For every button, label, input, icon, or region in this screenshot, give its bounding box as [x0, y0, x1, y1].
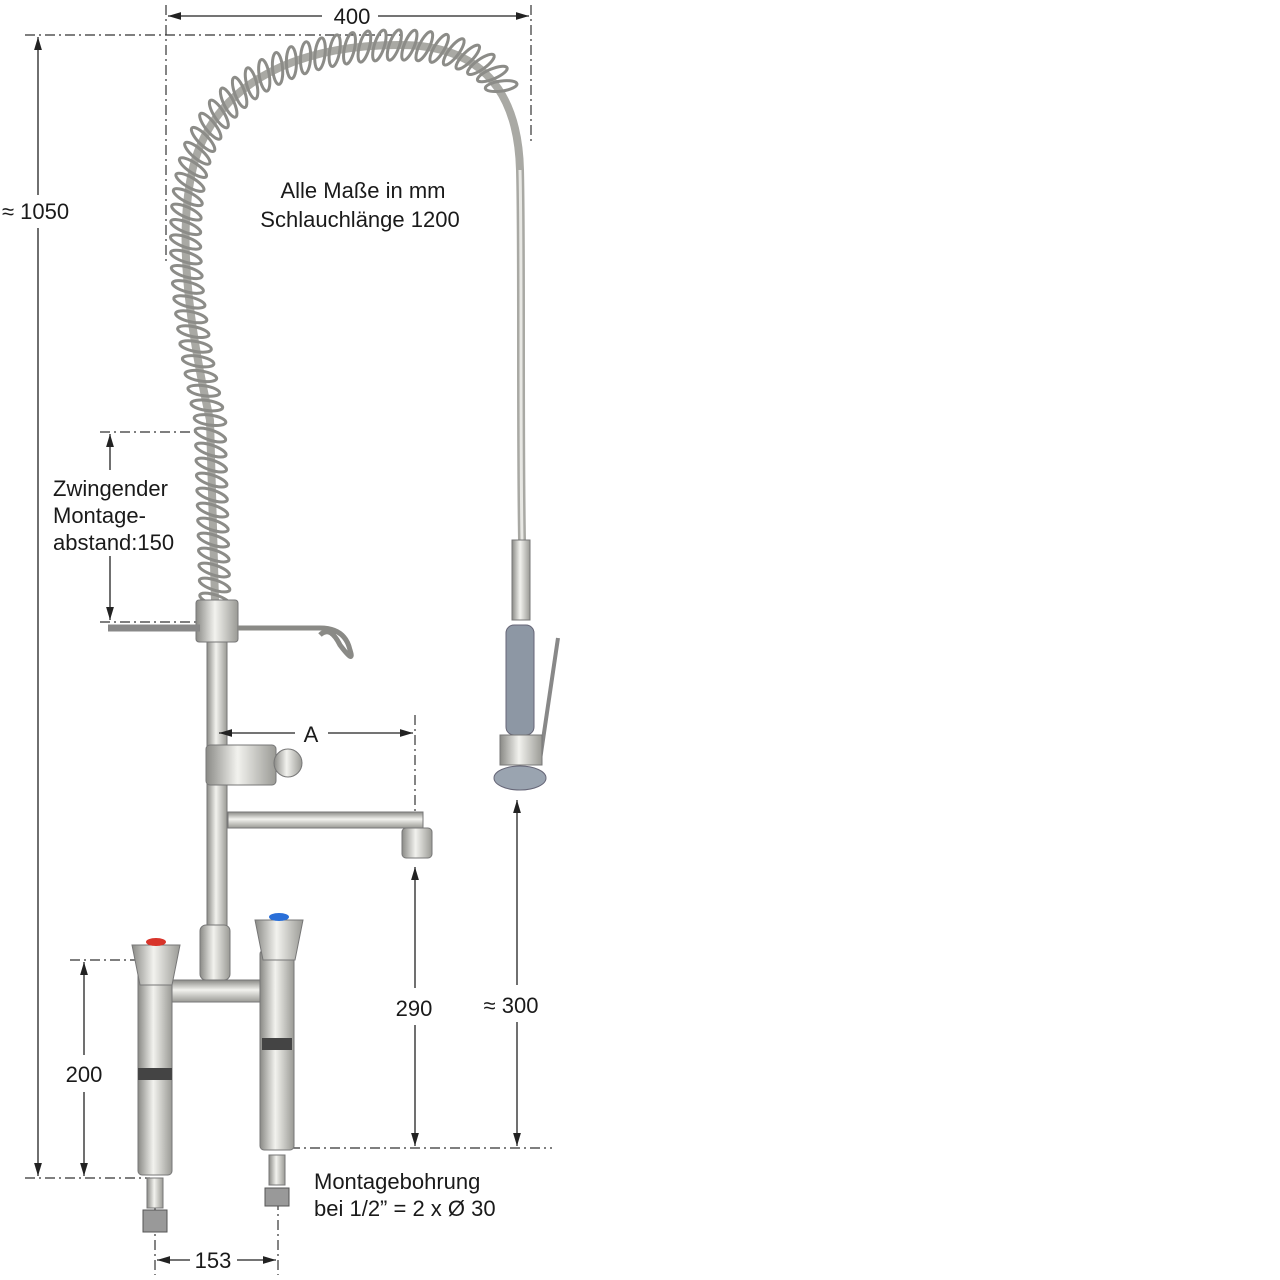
spring-coil-turn: [218, 86, 239, 119]
spring-coil-turn: [170, 279, 205, 295]
spring-coil-turn: [168, 233, 203, 251]
spring-coil: [168, 28, 519, 609]
spring-coil-turn: [196, 516, 230, 534]
spring-coil-turn: [192, 413, 228, 428]
spring-coil-turn: [178, 339, 213, 354]
dimension-lines: [34, 12, 529, 1264]
spring-coil-turn: [174, 309, 209, 325]
spring-coil-turn: [196, 546, 231, 564]
spring-coil-turn: [428, 32, 450, 64]
dim-a-label: A: [304, 722, 319, 747]
spring-coil-turn: [414, 30, 435, 63]
spring-coil-turn: [230, 75, 249, 110]
mounting-distance-line-3: abstand:150: [53, 530, 174, 555]
dim-290-label: 290: [396, 996, 433, 1021]
spring-coil-turn: [197, 561, 231, 579]
hose-length-note: Schlauchlänge 1200: [260, 207, 459, 232]
spring-coil-turn: [475, 64, 509, 84]
spring-coil-turn: [198, 111, 223, 141]
spring-coil-turn: [313, 36, 327, 72]
spring-coil-turn: [284, 45, 298, 81]
spring-coil-turn: [195, 501, 230, 519]
units-note: Alle Maße in mm: [280, 178, 445, 203]
spring-coil-turn: [177, 156, 209, 179]
dim-200-label: 200: [66, 1062, 103, 1087]
spring-coil-turn: [171, 187, 204, 208]
spring-coil-turn: [189, 125, 217, 153]
spring-coil-turn: [441, 37, 466, 67]
spring-coil-turn: [298, 40, 313, 76]
dim-1050-label: ≈ 1050: [2, 199, 69, 224]
spring-coil-turn: [169, 218, 203, 237]
spring-coil-turn: [169, 248, 203, 266]
mounting-distance-line-1: Zwingender: [53, 476, 168, 501]
spring-coil-turn: [454, 43, 482, 71]
spring-coil-turn: [270, 50, 285, 86]
spring-coil-turn: [356, 29, 373, 64]
spring-coil-turn: [170, 202, 203, 222]
spring-coil-turn: [193, 426, 228, 444]
spring-coil-turn: [207, 98, 230, 130]
spring-coil-turn: [194, 456, 229, 474]
spring-coil-turn: [371, 28, 388, 63]
extension-lines: [25, 5, 552, 1275]
spring-coil-turn: [385, 28, 403, 62]
spring-coil-turn: [169, 263, 204, 281]
spring-coil-turn: [189, 398, 225, 413]
dim-300-label: ≈ 300: [484, 993, 539, 1018]
spring-coil-turn: [194, 441, 228, 459]
spring-coil-turn: [483, 79, 519, 94]
mounting-hole-line-1: Montagebohrung: [314, 1169, 480, 1194]
spring-coil-turn: [174, 171, 206, 193]
spring-coil-turn: [172, 294, 207, 310]
spring-coil-turn: [342, 31, 357, 66]
spring-coil-turn: [183, 368, 219, 384]
spring-coil-turn: [327, 33, 342, 68]
spring-coil-turn: [183, 140, 212, 166]
mounting-distance-line-2: Montage-: [53, 503, 146, 528]
mounting-hole-line-2: bei 1/2” = 2 x Ø 30: [314, 1196, 496, 1221]
spring-coil-turn: [466, 52, 496, 77]
spring-coil-turn: [197, 576, 232, 594]
dim-400-label: 400: [334, 4, 371, 29]
spring-coil-turn: [257, 58, 272, 93]
spring-coil-turn: [243, 66, 260, 101]
spring-coil-turn: [195, 486, 229, 504]
spring-coil-turn: [400, 28, 419, 62]
dim-153-label: 153: [195, 1248, 232, 1273]
spring-coil-turn: [176, 324, 211, 340]
spring-coil-turn: [196, 531, 231, 549]
spring-coil-turn: [194, 471, 229, 489]
spring-coil-turn: [186, 383, 222, 398]
faucet-illustration: [108, 28, 560, 1233]
spring-coil-turn: [180, 354, 216, 369]
